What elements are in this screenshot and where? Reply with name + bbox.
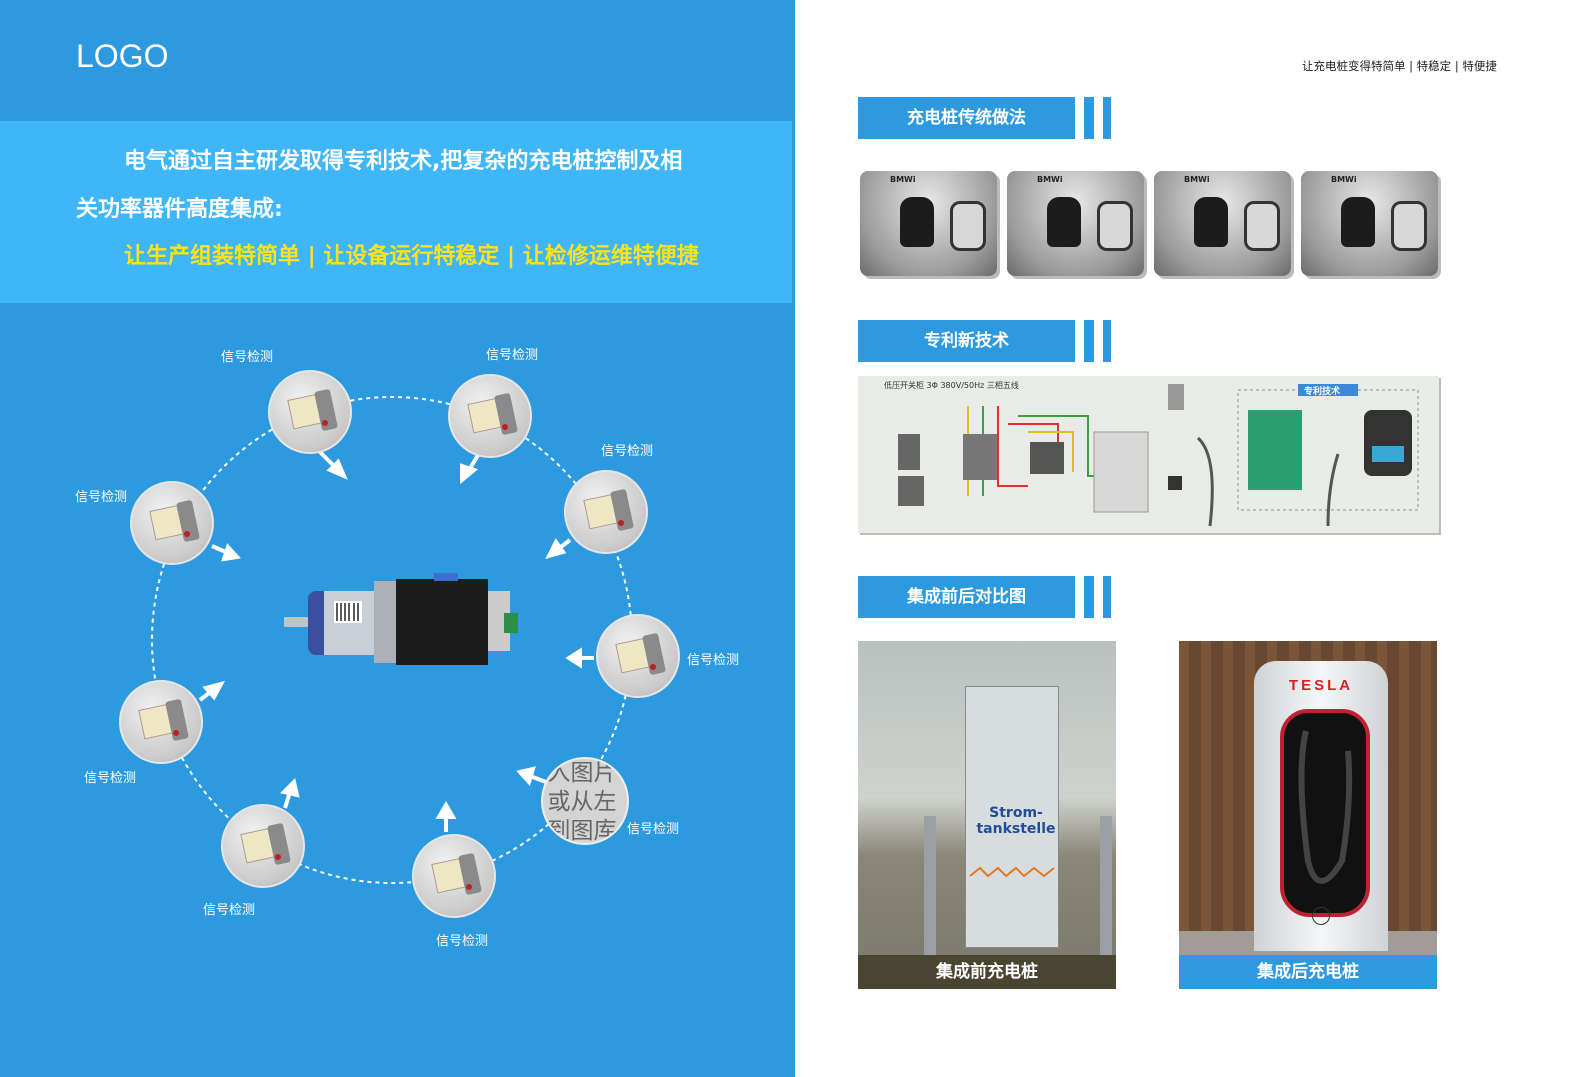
charger-thumb-4: BMWi bbox=[1301, 171, 1438, 276]
thumb-brand: BMWi bbox=[890, 175, 916, 184]
patent-tag: 专利技术 bbox=[1304, 387, 1341, 397]
left-panel: LOGO 电气通过自主研发取得专利技术,把复杂的充电桩控制及相 关功率器件高度集… bbox=[0, 0, 795, 1077]
section-title-patent: 专利新技术 bbox=[858, 320, 1075, 362]
patent-tag-bg bbox=[1298, 384, 1358, 396]
connector bbox=[504, 613, 518, 633]
signal-label-5: 信号检测 bbox=[627, 822, 680, 837]
signal-node-6 bbox=[412, 834, 496, 918]
section-bar bbox=[1103, 320, 1111, 362]
cabinet-sign-line-1: Strom- bbox=[989, 805, 1043, 821]
signal-label-8: 信号检测 bbox=[84, 771, 137, 786]
relay-icon bbox=[1030, 442, 1064, 474]
before-caption: 集成前充电桩 bbox=[858, 955, 1116, 989]
bollard bbox=[1100, 816, 1112, 956]
thumb-brand: BMWi bbox=[1331, 175, 1357, 184]
charger-thumb-3: BMWi bbox=[1154, 171, 1291, 276]
signal-node-1 bbox=[268, 370, 352, 454]
signal-node-4 bbox=[596, 614, 680, 698]
signal-label-3: 信号检测 bbox=[601, 444, 654, 459]
image-placeholder[interactable]: 入图片 或从左 到图库 bbox=[541, 757, 629, 845]
arrow-head-icon bbox=[460, 463, 479, 485]
signal-node-8 bbox=[119, 680, 203, 764]
slogan: 让充电桩变得特简单 | 特稳定 | 特便捷 bbox=[1302, 59, 1497, 73]
intro-line-2: 关功率器件高度集成: bbox=[76, 197, 283, 222]
socket-icon bbox=[1168, 476, 1182, 490]
patent-diagram: 低压开关柜 3Φ 380V/50Hz 三相五线 专利技术 bbox=[858, 376, 1439, 533]
barcode-icon bbox=[336, 603, 359, 621]
intro-line-1: 电气通过自主研发取得专利技术,把复杂的充电桩控制及相 bbox=[124, 149, 683, 174]
thumb-brand: BMWi bbox=[1037, 175, 1063, 184]
after-caption: 集成后充电桩 bbox=[1179, 955, 1437, 989]
arrow-icon bbox=[529, 774, 547, 784]
signal-node-9 bbox=[130, 481, 214, 565]
bollard bbox=[924, 816, 936, 956]
charging-cable-icon bbox=[1298, 730, 1353, 884]
motor-wires bbox=[434, 573, 458, 581]
intro-highlight: 让生产组装特简单 | 让设备运行特稳定 | 让检修运维特便捷 bbox=[124, 244, 699, 269]
signal-label-1: 信号检测 bbox=[221, 350, 274, 365]
arrow-head-icon bbox=[435, 801, 457, 819]
motor-body bbox=[396, 579, 488, 665]
logo: LOGO bbox=[76, 38, 169, 74]
section-bar bbox=[1103, 97, 1111, 139]
encoder-board bbox=[488, 591, 510, 651]
arrows bbox=[198, 450, 594, 832]
motor-flange bbox=[374, 581, 396, 663]
arrow-head-icon bbox=[545, 538, 567, 560]
section-bar bbox=[1084, 320, 1094, 362]
section-bar bbox=[1084, 97, 1094, 139]
section-title-traditional: 充电桩传统做法 bbox=[858, 97, 1075, 139]
arrow-head-icon bbox=[565, 647, 582, 669]
tesla-supercharger: TESLA bbox=[1254, 661, 1388, 951]
signal-ring bbox=[151, 396, 633, 884]
arrow-head-icon bbox=[516, 766, 536, 786]
plug-wave-icon bbox=[969, 866, 1055, 878]
cable-icon bbox=[1326, 453, 1340, 527]
charger-thumb-2: BMWi bbox=[1007, 171, 1144, 276]
signal-label-7: 信号检测 bbox=[203, 903, 256, 918]
arrow-head-icon bbox=[202, 680, 225, 701]
cabinet-sign-line-2: tankstelle bbox=[976, 821, 1056, 837]
signal-label-4: 信号检测 bbox=[687, 653, 740, 668]
old-charger-cabinet: Strom- tankstelle bbox=[965, 686, 1059, 948]
arrow-head-icon bbox=[326, 458, 348, 480]
section-bar bbox=[1084, 576, 1094, 618]
signal-node-3 bbox=[564, 470, 648, 554]
signal-node-7 bbox=[221, 804, 305, 888]
signal-node-2 bbox=[448, 374, 532, 458]
signal-label-2: 信号检测 bbox=[486, 348, 539, 363]
breaker-icon bbox=[898, 476, 924, 506]
breaker-icon bbox=[898, 434, 920, 470]
thumb-brand: BMWi bbox=[1184, 175, 1210, 184]
signal-label-9: 信号检测 bbox=[75, 490, 128, 505]
arrow-head-icon bbox=[280, 778, 300, 798]
cable-icon bbox=[1196, 436, 1214, 527]
signal-label-6: 信号检测 bbox=[436, 934, 489, 949]
section-title-compare: 集成前后对比图 bbox=[858, 576, 1075, 618]
charger-thumb-1: BMWi bbox=[860, 171, 997, 276]
wiring-diagram bbox=[898, 384, 1419, 527]
motor-shaft bbox=[284, 617, 308, 627]
meter-icon bbox=[1168, 384, 1184, 410]
section-bar bbox=[1103, 576, 1111, 618]
motor-image bbox=[284, 573, 518, 665]
stall-number-icon bbox=[1312, 907, 1330, 925]
contactor-icon bbox=[963, 434, 997, 480]
before-photo: Strom- tankstelle 集成前充电桩 bbox=[858, 641, 1116, 989]
cabinet-icon bbox=[1093, 431, 1149, 513]
diagram-header: 低压开关柜 3Φ 380V/50Hz 三相五线 bbox=[884, 381, 1019, 390]
after-photo: TESLA 集成后充电桩 bbox=[1179, 641, 1437, 989]
charger-screen bbox=[1372, 446, 1404, 462]
tesla-logo: TESLA bbox=[1288, 677, 1354, 694]
controller-icon bbox=[1248, 410, 1302, 490]
placeholder-line-2: 或从左 bbox=[547, 789, 617, 815]
intro-box: 电气通过自主研发取得专利技术,把复杂的充电桩控制及相 关功率器件高度集成: 让生… bbox=[0, 121, 792, 303]
arrow-head-icon bbox=[221, 543, 241, 562]
charger-icon bbox=[1364, 410, 1412, 476]
